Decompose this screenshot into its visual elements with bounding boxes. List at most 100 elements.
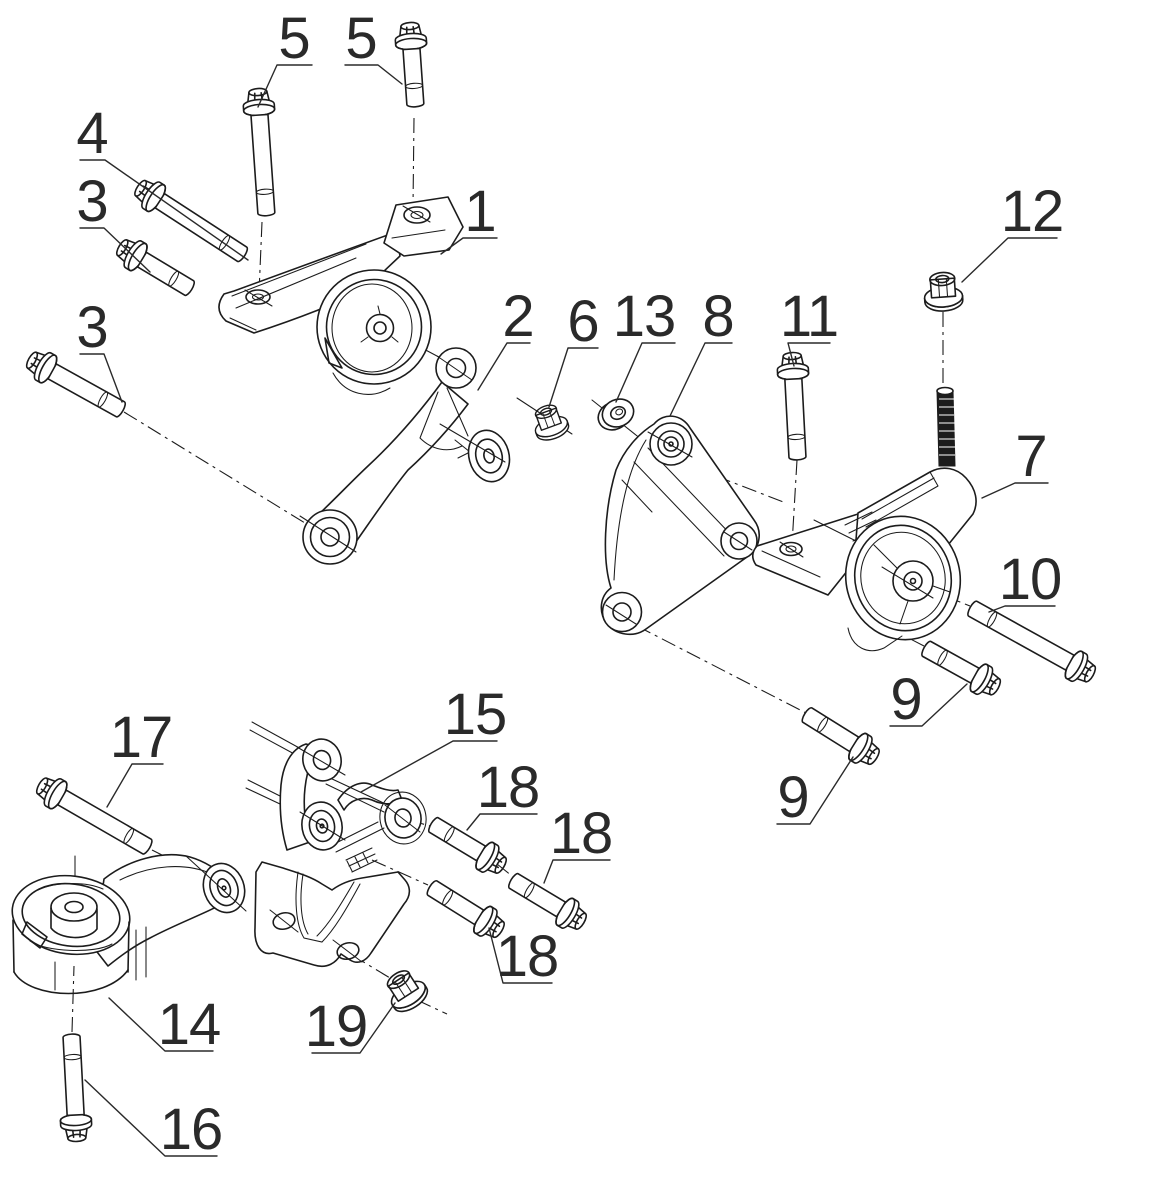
leader-line [615,342,676,403]
center-axis-line [791,459,798,546]
callout-label: 9 [890,667,921,732]
part-1-arm-hole [245,289,271,305]
callout-label: 18 [496,924,559,989]
part-1-upper-engine-mount [218,196,464,395]
part-15-hole [272,911,296,931]
part-5-bolt [394,21,431,107]
callout-label: 18 [477,755,540,820]
callout-label: 1 [464,179,495,244]
callout-18a: 18 [466,755,540,831]
leader-line [106,763,164,808]
callout-label: 15 [444,682,507,747]
callout-label: 19 [305,994,368,1059]
callout-label: 7 [1015,424,1046,489]
part-8-right-eye [720,522,758,560]
callout-1: 1 [440,179,498,255]
leader-line [889,683,968,727]
leader-line [988,605,1056,613]
leader-line [84,1079,218,1157]
part-15-plate [254,861,411,968]
leader-line [108,997,214,1052]
callout-label: 17 [110,705,173,770]
callout-11: 11 [780,284,839,367]
callout-label: 13 [613,284,676,349]
center-axis-line [371,859,429,886]
callout-label: 3 [76,169,107,234]
leader-line [477,342,531,391]
part-5-bolt [242,87,282,216]
part-6-flange-nut [527,399,573,445]
center-axis-line [412,117,415,208]
callout-3b: 3 [76,295,123,403]
part-8-bottom-eye [601,591,643,633]
leader-line [79,159,249,261]
part-19-flange-nut [378,963,433,1018]
callout-14: 14 [108,992,221,1057]
center-axis-line [123,411,319,532]
callout-19: 19 [305,994,396,1059]
part-18-bolt [423,810,511,880]
callout-label: 5 [345,6,376,71]
callout-label: 6 [567,289,598,354]
center-axis-line [636,625,807,714]
callout-17: 17 [106,705,173,808]
part-15-bracket [245,721,427,968]
leader-line [360,740,498,793]
callout-8: 8 [669,284,735,417]
part-16-bolt [56,1033,93,1142]
part-15-hole [336,941,360,961]
leader-line [257,64,313,108]
callout-6: 6 [548,289,600,408]
callout-label: 12 [1001,179,1064,244]
callout-18b: 18 [543,801,613,884]
callout-label: 16 [160,1097,223,1162]
callout-4: 4 [76,101,249,261]
callout-5a: 5 [257,6,313,108]
center-axis-line [496,863,513,877]
callout-13: 13 [613,284,676,403]
lower-left-assembly [11,721,592,1142]
part-2-roller-bushing [467,429,511,483]
leader-line [981,482,1049,499]
part-3-bolt [111,233,199,303]
leader-line [79,353,123,403]
callout-label: 9 [777,765,808,830]
center-axis-line [71,965,75,1033]
callout-12: 12 [961,179,1064,283]
callout-9b: 9 [776,756,854,830]
part-14-hub [50,892,98,922]
part-12-flange-nut [922,270,965,314]
part-7-transmission-mount [751,386,977,652]
callout-label: 11 [780,284,838,349]
callouts: 5 5 4 3 3 1 2 6 [76,6,1064,1162]
part-17-bolt [31,771,157,862]
callout-label: 2 [502,284,533,349]
callout-label: 4 [76,101,107,166]
upper-left-assembly [21,21,647,565]
callout-label: 3 [76,295,107,360]
part-9-bolt [797,700,885,771]
part-13-washer-nut [592,393,640,436]
part-2-mount-bracket [299,347,511,565]
center-axis-line [689,465,787,504]
leader-line [440,237,498,255]
part-8-top-eye [649,422,693,466]
leader-line [311,1002,396,1054]
callout-label: 14 [158,992,221,1057]
part-7-arm-hole [779,541,803,557]
part-15-right-bushing [379,791,427,845]
center-mark [439,423,506,463]
callout-5b: 5 [344,6,403,85]
callout-15: 15 [360,682,507,793]
callout-16: 16 [84,1079,223,1162]
part-8-bracket-plate [600,415,760,636]
callout-label: 10 [999,547,1062,612]
leader-line [776,756,854,825]
leader-line [787,342,831,367]
leader-line [488,927,553,984]
part-2-upper-eye [435,347,477,389]
callout-label: 8 [702,284,733,349]
callout-3a: 3 [76,169,151,273]
